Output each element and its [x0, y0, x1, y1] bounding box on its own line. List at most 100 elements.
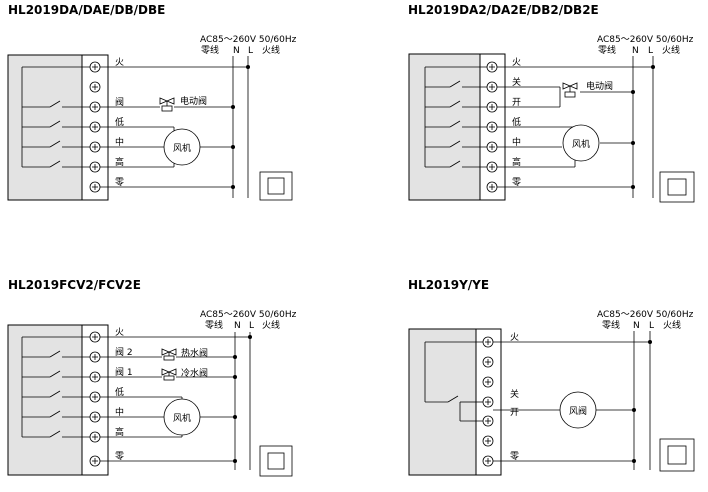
terminal-label: 高: [115, 156, 124, 168]
supply-voltage: AC85～260V 50/60Hz: [597, 35, 694, 45]
thermostat-front-icon: [259, 445, 293, 477]
terminal-label: 低: [115, 116, 124, 128]
air-damper: 风阀: [559, 391, 597, 429]
terminal-label: 阀 2: [115, 347, 133, 358]
valve-icon: [159, 97, 175, 112]
power-supply-label: AC85～260V 50/60Hz 零线 N L 火线: [200, 310, 297, 331]
valve-label: 电动阀: [586, 80, 613, 92]
internal-relay-switches: [424, 341, 483, 422]
thermostat-front-icon: [259, 171, 293, 201]
thermostat-front-icon: [659, 438, 695, 472]
valve-icon: [161, 348, 177, 361]
diagram-hl2019da: HL2019DA/DAE/DB/DBE AC85～260V 50/60Hz 零线…: [7, 3, 297, 201]
terminal-label: 开: [510, 407, 519, 418]
power-supply-label: AC85～260V 50/60Hz 零线 N L 火线: [597, 35, 694, 56]
neutral-label: 零线: [598, 44, 616, 56]
neutral-label: 零线: [602, 319, 620, 331]
terminal-label: 低: [512, 116, 521, 128]
live-letter: L: [648, 46, 653, 56]
fan-label: 风机: [572, 138, 590, 150]
external-wiring: [100, 56, 249, 198]
valve-icon: [161, 368, 177, 381]
diagram-title: HL2019DA2/DA2E/DB2/DB2E: [408, 3, 599, 17]
internal-relay-switches: [424, 66, 487, 168]
damper-label: 风阀: [569, 406, 587, 417]
supply-voltage: AC85～260V 50/60Hz: [200, 35, 297, 45]
terminal-label: 低: [115, 386, 124, 398]
fan-motor: 风机: [163, 398, 201, 436]
terminal-screw-icon: [89, 81, 101, 93]
live-label: 火线: [262, 319, 280, 331]
junction-dots: [231, 65, 250, 189]
junction-dots: [233, 335, 252, 463]
diagram-title: HL2019DA/DAE/DB/DBE: [8, 3, 165, 17]
fan-motor-symbol: [163, 128, 201, 166]
live-letter: L: [248, 46, 253, 56]
terminal-label: 开: [512, 97, 521, 108]
neutral-label: 零线: [201, 44, 219, 56]
valve-label: 电动阀: [180, 95, 207, 107]
neutral-label: 零线: [205, 319, 223, 331]
terminal-screw-icon: [482, 435, 494, 447]
terminal-label: 零: [512, 177, 521, 188]
live-letter: L: [249, 321, 254, 331]
terminal-label: 火: [115, 57, 124, 68]
fan-motor: 风机: [562, 124, 600, 162]
terminal-label: 中: [115, 136, 124, 148]
power-supply-label: AC85～260V 50/60Hz 零线 N L 火线: [597, 310, 694, 331]
junction-dots: [632, 340, 652, 463]
internal-relay-switches: [21, 66, 90, 168]
terminal-label: 中: [512, 136, 521, 148]
terminal-screw-icon: [482, 356, 494, 368]
diagram-hl2019fcv2: HL2019FCV2/FCV2E AC85～260V 50/60Hz 零线 N …: [7, 278, 297, 477]
power-supply-label: AC85～260V 50/60Hz 零线 N L 火线: [200, 35, 297, 56]
damper-motor-symbol: [559, 391, 597, 429]
valve-icon: [562, 82, 578, 98]
junction-dots: [631, 65, 655, 189]
thermostat-front-icon: [659, 171, 695, 203]
valve-label: 热水阀: [181, 347, 208, 359]
terminal-label: 火: [512, 57, 521, 68]
live-letter: L: [649, 321, 654, 331]
supply-voltage: AC85～260V 50/60Hz: [597, 310, 694, 320]
internal-relay-switches: [21, 336, 90, 438]
fan-motor: 风机: [163, 128, 201, 166]
diagram-title: HL2019Y/YE: [408, 278, 489, 292]
terminal-labels: 火 关 开 零: [510, 332, 519, 462]
terminal-label: 零: [115, 451, 124, 462]
neutral-letter: N: [233, 46, 240, 56]
terminals: [89, 61, 101, 193]
neutral-letter: N: [632, 46, 639, 56]
terminals: [482, 336, 494, 467]
live-label: 火线: [662, 44, 680, 56]
terminal-label: 火: [510, 332, 519, 343]
electric-valve: 电动阀: [562, 80, 613, 98]
fan-label: 风机: [173, 412, 191, 424]
diagram-title: HL2019FCV2/FCV2E: [8, 278, 141, 292]
external-wiring: [100, 332, 251, 470]
terminal-labels: 火 阀 2 阀 1 低 中 高 零: [115, 327, 133, 462]
terminal-label: 关: [512, 76, 521, 88]
terminal-label: 关: [510, 388, 519, 400]
terminal-labels: 火 阀 低 中 高 零: [115, 57, 124, 188]
terminal-label: 零: [510, 451, 519, 462]
terminal-label: 零: [115, 177, 124, 188]
external-wiring: [493, 331, 651, 470]
terminal-label: 中: [115, 406, 124, 418]
terminal-label: 阀 1: [115, 367, 133, 378]
live-label: 火线: [663, 319, 681, 331]
terminal-label: 阀: [115, 97, 124, 108]
diagram-hl2019da2: HL2019DA2/DA2E/DB2/DB2E AC85～260V 50/60H…: [408, 3, 695, 203]
live-label: 火线: [262, 44, 280, 56]
cold-water-valve: 冷水阀: [161, 367, 208, 381]
terminal-label: 高: [115, 426, 124, 438]
electric-valve: 电动阀: [159, 95, 207, 112]
fan-label: 风机: [173, 142, 191, 154]
terminal-label: 火: [115, 327, 124, 338]
neutral-letter: N: [633, 321, 640, 331]
supply-voltage: AC85～260V 50/60Hz: [200, 310, 297, 320]
fan-motor-symbol: [562, 124, 600, 162]
terminal-labels: 火 关 开 低 中 高 零: [512, 57, 521, 188]
hot-water-valve: 热水阀: [161, 347, 208, 361]
